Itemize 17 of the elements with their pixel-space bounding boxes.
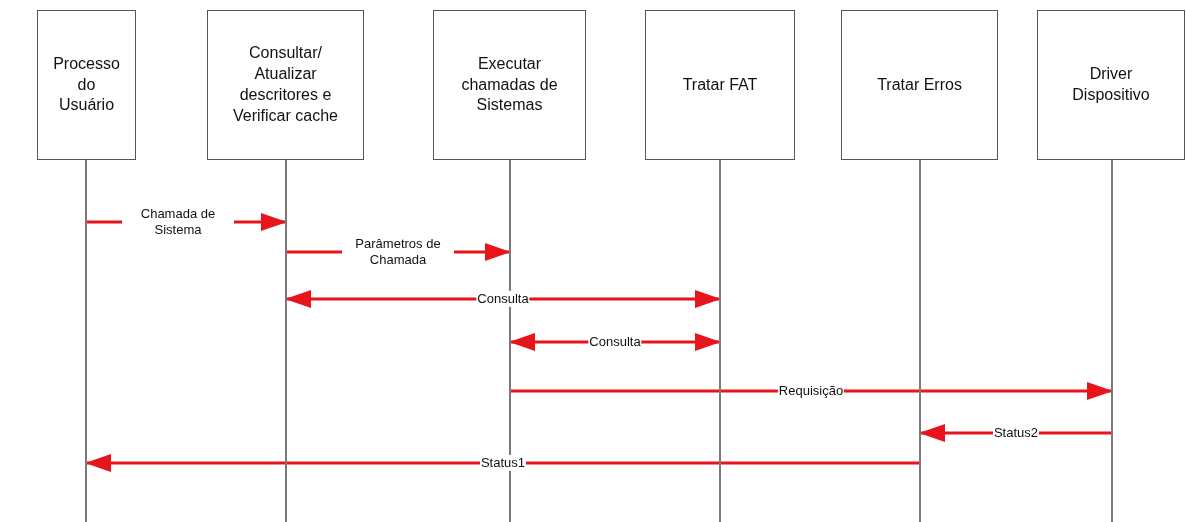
lifeline	[719, 160, 721, 522]
participant-box: Tratar Erros	[841, 10, 998, 160]
lifeline	[919, 160, 921, 522]
lifeline	[1111, 160, 1113, 522]
lifeline	[509, 160, 511, 522]
message-arrow	[85, 454, 919, 472]
message-arrow	[285, 290, 721, 308]
edge-label: Consulta	[476, 290, 530, 308]
lifeline	[85, 160, 87, 522]
participant-box: Processo do Usuário	[37, 10, 136, 160]
edge-label: Status1	[479, 454, 527, 472]
participant-box: Tratar FAT	[645, 10, 795, 160]
participant-box: Executar chamadas de Sistemas	[433, 10, 586, 160]
participant-box: Consultar/ Atualizar descritores e Verificar cache	[207, 10, 364, 160]
message-arrow	[511, 382, 1113, 400]
lifeline	[285, 160, 287, 522]
participant-box: Driver Dispositivo	[1037, 10, 1185, 160]
